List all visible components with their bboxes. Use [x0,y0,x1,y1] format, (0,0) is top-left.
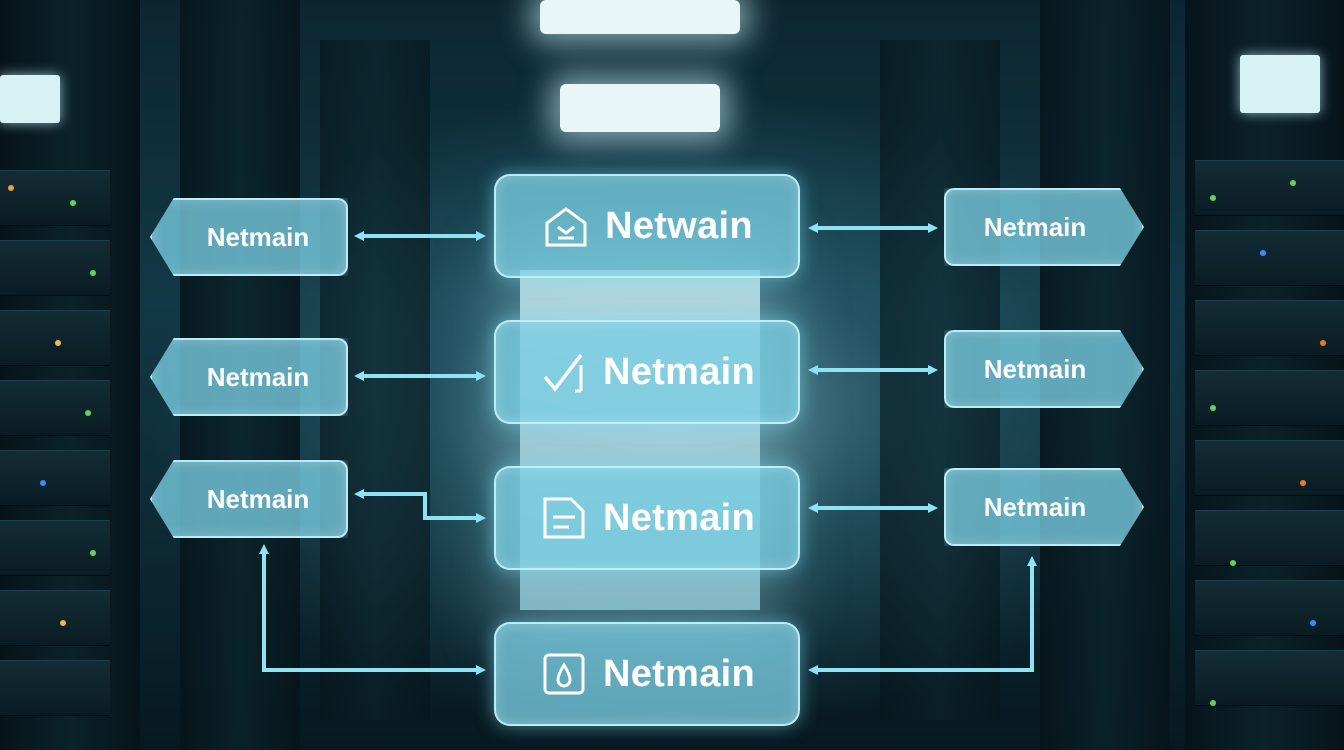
right-node-2[interactable]: Netmain [944,330,1144,408]
rack-unit [0,240,110,296]
right-node-1[interactable]: Netmain [944,188,1144,266]
rack-unit [0,380,110,436]
status-led [1310,620,1316,626]
center-node-label: Netwain [605,204,753,247]
center-node-3[interactable]: Netmain [494,466,800,570]
status-led [1320,340,1326,346]
left-node-label: Netmain [206,221,310,252]
status-led [1300,480,1306,486]
rack-unit [0,170,110,226]
status-led [1260,250,1266,256]
rack-unit [1195,580,1344,636]
right-node-label: Netmain [983,353,1087,384]
rack-unit [1195,300,1344,356]
home-tray-icon [541,201,591,251]
ceiling-light [560,84,720,132]
rack-unit [0,590,110,646]
left-node-3[interactable]: Netmain [150,460,348,538]
status-led [1210,700,1216,706]
rack-unit [0,310,110,366]
check-slash-icon [539,347,589,397]
status-led [1230,560,1236,566]
status-led [90,550,96,556]
status-led [60,620,66,626]
left-node-2[interactable]: Netmain [150,338,348,416]
rack-unit [1195,370,1344,426]
status-led [40,480,46,486]
rack-unit [1195,440,1344,496]
arrow-bottom-left [259,544,486,675]
rack-unit [1195,650,1344,706]
rack-unit [0,520,110,576]
rack-unit [1195,230,1344,286]
left-node-1[interactable]: Netmain [150,198,348,276]
rack-unit [0,660,110,716]
left-node-label: Netmain [206,483,310,514]
rack-display [0,75,60,123]
right-node-3[interactable]: Netmain [944,468,1144,546]
center-node-label: Netmain [602,652,756,695]
rack-unit [0,450,110,506]
status-led [8,185,14,191]
status-led [1210,405,1216,411]
center-node-2[interactable]: Netmain [494,320,800,424]
droplet-icon [539,649,589,699]
center-node-4[interactable]: Netmain [494,622,800,726]
ceiling-light [540,0,740,34]
center-node-label: Netmain [602,350,756,393]
right-node-label: Netmain [983,491,1087,522]
status-led [85,410,91,416]
status-led [1210,195,1216,201]
center-node-1[interactable]: Netwain [494,174,800,278]
rack-unit [1195,510,1344,566]
status-led [1290,180,1296,186]
arrow-bottom-right [808,556,1037,675]
center-node-label: Netmain [602,496,756,539]
status-led [55,340,61,346]
right-node-label: Netmain [983,211,1087,242]
rack-display [1240,55,1320,113]
status-led [70,200,76,206]
arrow-left-3 [354,489,486,523]
status-led [90,270,96,276]
document-icon [539,493,589,543]
left-node-label: Netmain [206,361,310,392]
rack-unit [1195,160,1344,216]
